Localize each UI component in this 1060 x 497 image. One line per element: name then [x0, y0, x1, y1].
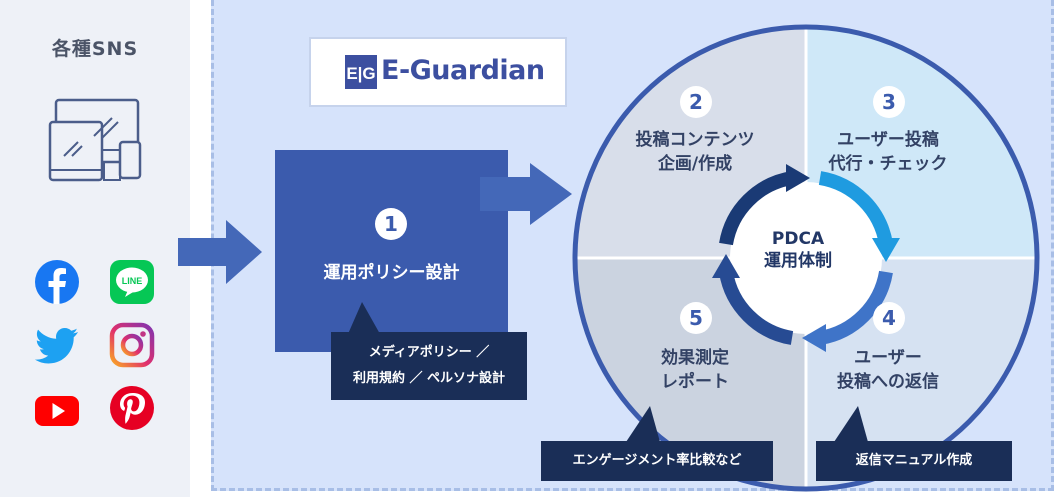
quadrant-3-line-2: 代行・チェック — [828, 154, 948, 174]
callout-pointer — [834, 406, 868, 442]
policy-callout: メディアポリシー ／ 利用規約 ／ ペルソナ設計 — [331, 332, 527, 400]
quadrant-3-label: ユーザー投稿 代行・チェック — [793, 128, 983, 176]
eguardian-logo: E|G E-Guardian — [309, 37, 567, 107]
logo-mark-text: E|G — [346, 64, 375, 83]
policy-callout-line-1: メディアポリシー ／ — [368, 345, 490, 360]
twitter-icon[interactable] — [34, 322, 80, 368]
quadrant-5-line-1: 効果測定 — [661, 348, 729, 368]
logo-mark-icon: E|G — [345, 55, 377, 89]
facebook-icon[interactable] — [34, 259, 80, 305]
quadrant-4-line-2: 投稿への返信 — [837, 372, 939, 392]
policy-step: 1 運用ポリシー設計 — [275, 150, 508, 352]
engagement-callout: エンゲージメント率比較など — [541, 441, 773, 481]
quadrant-3-line-1: ユーザー投稿 — [837, 130, 939, 150]
manual-callout: 返信マニュアル作成 — [816, 441, 1012, 481]
policy-label: 運用ポリシー設計 — [323, 263, 460, 283]
pdca-center-label: PDCA 運用体制 — [733, 228, 863, 272]
arrow-right-icon — [480, 163, 572, 225]
youtube-icon[interactable] — [34, 388, 80, 434]
logo-text: E-Guardian — [381, 55, 545, 86]
step-number-5: 5 — [680, 302, 712, 334]
callout-pointer — [626, 406, 660, 442]
quadrant-5-line-2: レポート — [661, 372, 729, 392]
pdca-center-line-2: 運用体制 — [764, 251, 832, 271]
quadrant-2-label: 投稿コンテンツ 企画/作成 — [600, 128, 790, 176]
sns-panel: 各種SNS LINE — [0, 0, 190, 497]
policy-callout-line-2: 利用規約 ／ ペルソナ設計 — [352, 371, 506, 386]
step-number-3: 3 — [873, 86, 905, 118]
quadrant-2-line-2: 企画/作成 — [657, 154, 733, 174]
svg-text:LINE: LINE — [122, 276, 143, 286]
pdca-center-line-1: PDCA — [771, 229, 825, 249]
quadrant-4-label: ユーザー 投稿への返信 — [793, 346, 983, 394]
quadrant-2-line-1: 投稿コンテンツ — [635, 130, 755, 150]
step-number-1: 1 — [375, 208, 407, 240]
line-icon[interactable]: LINE — [109, 259, 155, 305]
sns-title: 各種SNS — [51, 38, 139, 60]
instagram-icon[interactable] — [109, 322, 155, 368]
arrow-right-icon — [178, 220, 262, 284]
callout-pointer — [348, 302, 380, 334]
pinterest-icon[interactable] — [109, 385, 155, 431]
quadrant-4-line-1: ユーザー — [854, 348, 922, 368]
step-number-2: 2 — [680, 86, 712, 118]
quadrant-5-label: 効果測定 レポート — [600, 346, 790, 394]
devices-icon — [48, 98, 142, 182]
step-number-4: 4 — [873, 302, 905, 334]
